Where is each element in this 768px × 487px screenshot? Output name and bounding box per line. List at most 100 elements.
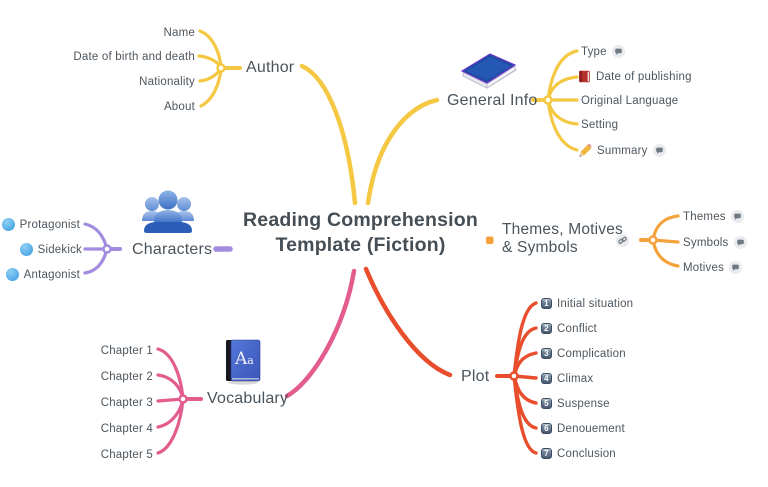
number-badge: 5 <box>541 398 552 409</box>
node-label: Chapter 3 <box>100 396 153 409</box>
node-label: Conflict <box>557 322 597 335</box>
node-denouement[interactable]: 6 Denouement <box>541 422 625 435</box>
node-symbols[interactable]: Symbols <box>683 236 747 249</box>
note-icon[interactable] <box>652 144 666 157</box>
node-setting[interactable]: Setting <box>581 118 618 131</box>
node-conflict[interactable]: 2 Conflict <box>541 322 597 335</box>
node-initial-situation[interactable]: 1 Initial situation <box>541 297 633 310</box>
node-original-language[interactable]: Original Language <box>581 94 678 107</box>
node-label: Original Language <box>581 94 679 107</box>
curve-center-author <box>299 63 358 206</box>
node-label: Name <box>163 26 195 39</box>
node-protagonist[interactable]: Protagonist <box>1 218 80 231</box>
blue-dot-icon <box>1 218 15 231</box>
node-label: Themes <box>683 210 726 223</box>
node-label: Summary <box>597 144 648 157</box>
node-chapter-2[interactable]: Chapter 2 <box>101 370 153 383</box>
branch-themes-motives-symbols[interactable]: Themes, Motives & Symbols <box>502 221 623 256</box>
note-icon[interactable] <box>729 261 743 274</box>
node-label: Chapter 1 <box>100 344 153 357</box>
pencil-icon <box>578 143 592 158</box>
plot-fan-curve <box>512 374 538 455</box>
node-label: Antagonist <box>23 268 80 281</box>
svg-text:Aa: Aa <box>234 349 254 369</box>
node-date-of-publishing[interactable]: Date of publishing <box>578 70 692 83</box>
note-icon[interactable] <box>611 45 625 58</box>
vocabulary-fan-curve <box>156 397 185 455</box>
node-label: Protagonist <box>19 218 80 231</box>
themes-fan-curve <box>651 214 680 242</box>
node-suspense[interactable]: 5 Suspense <box>541 397 610 410</box>
node-label: Date of publishing <box>596 70 692 83</box>
node-label: Symbols <box>683 236 729 249</box>
node-themes[interactable]: Themes <box>683 210 744 223</box>
node-label: Climax <box>557 372 594 385</box>
node-climax[interactable]: 4 Climax <box>541 372 593 385</box>
node-chapter-5[interactable]: Chapter 5 <box>101 448 153 461</box>
central-topic-line2: Template (Fiction) <box>275 233 446 256</box>
node-motives[interactable]: Motives <box>683 261 743 274</box>
people-group-icon <box>139 187 197 239</box>
vocabulary-fan-node <box>178 394 188 404</box>
number-badge: 7 <box>541 448 552 459</box>
node-label: Chapter 2 <box>100 370 153 383</box>
central-topic-line1: Reading Comprehension <box>243 209 478 231</box>
node-label: Conclusion <box>557 447 616 460</box>
branch-plot[interactable]: Plot <box>461 368 490 385</box>
branch-characters[interactable]: Characters <box>132 241 213 258</box>
curve-center-general-info <box>365 97 440 206</box>
blue-3d-book-icon <box>452 42 522 99</box>
note-icon[interactable] <box>730 210 744 223</box>
characters-fan-curve <box>83 222 109 251</box>
node-complication[interactable]: 3 Complication <box>541 347 626 360</box>
curve-center-vocabulary <box>284 268 357 399</box>
red-book-icon <box>578 70 591 83</box>
node-chapter-4[interactable]: Chapter 4 <box>101 422 153 435</box>
note-icon[interactable] <box>733 236 747 249</box>
general-info-fan-curve <box>546 98 579 152</box>
node-chapter-1[interactable]: Chapter 1 <box>101 344 153 357</box>
blue-dot-icon <box>5 268 19 281</box>
general-info-fan-curve <box>546 49 579 102</box>
curve-center-themes <box>486 236 494 244</box>
themes-label-line1: Themes, Motives <box>502 221 624 238</box>
node-chapter-3[interactable]: Chapter 3 <box>101 396 153 409</box>
central-topic[interactable]: Reading Comprehension Template (Fiction) <box>240 208 481 257</box>
curve-center-plot <box>363 266 453 378</box>
node-label: Sidekick <box>37 243 82 256</box>
node-label: Suspense <box>557 397 610 410</box>
node-author-dates[interactable]: Date of birth and death <box>73 50 195 63</box>
node-label: Denouement <box>557 422 625 435</box>
node-label: Date of birth and death <box>73 50 195 63</box>
node-author-nationality[interactable]: Nationality <box>139 75 195 88</box>
node-label: Nationality <box>139 75 195 88</box>
dictionary-aa-icon: Aa <box>224 338 264 391</box>
node-author-about[interactable]: About <box>164 100 195 113</box>
node-type[interactable]: Type <box>581 45 625 58</box>
node-label: Setting <box>581 118 619 131</box>
themes-fan-node <box>648 235 658 245</box>
branch-general-info[interactable]: General Info <box>447 92 538 109</box>
plot-fan-node <box>509 371 519 381</box>
node-label: Chapter 4 <box>100 422 153 435</box>
chain-link-icon[interactable] <box>616 234 629 252</box>
node-sidekick[interactable]: Sidekick <box>19 243 82 256</box>
node-author-name[interactable]: Name <box>164 26 195 39</box>
branch-vocabulary[interactable]: Vocabulary <box>207 390 289 407</box>
number-badge: 3 <box>541 348 552 359</box>
general-info-fan-node <box>543 95 553 105</box>
characters-fan-curve <box>83 247 109 275</box>
node-summary[interactable]: Summary <box>578 143 666 158</box>
node-label: Complication <box>557 347 626 360</box>
blue-dot-icon <box>19 243 33 256</box>
number-badge: 1 <box>541 298 552 309</box>
node-label: About <box>163 100 195 113</box>
themes-label-line2: & Symbols <box>502 238 578 256</box>
branch-author[interactable]: Author <box>246 59 295 76</box>
node-conclusion[interactable]: 7 Conclusion <box>541 447 616 460</box>
number-badge: 4 <box>541 373 552 384</box>
themes-fan-curve <box>651 238 680 268</box>
node-antagonist[interactable]: Antagonist <box>5 268 80 281</box>
